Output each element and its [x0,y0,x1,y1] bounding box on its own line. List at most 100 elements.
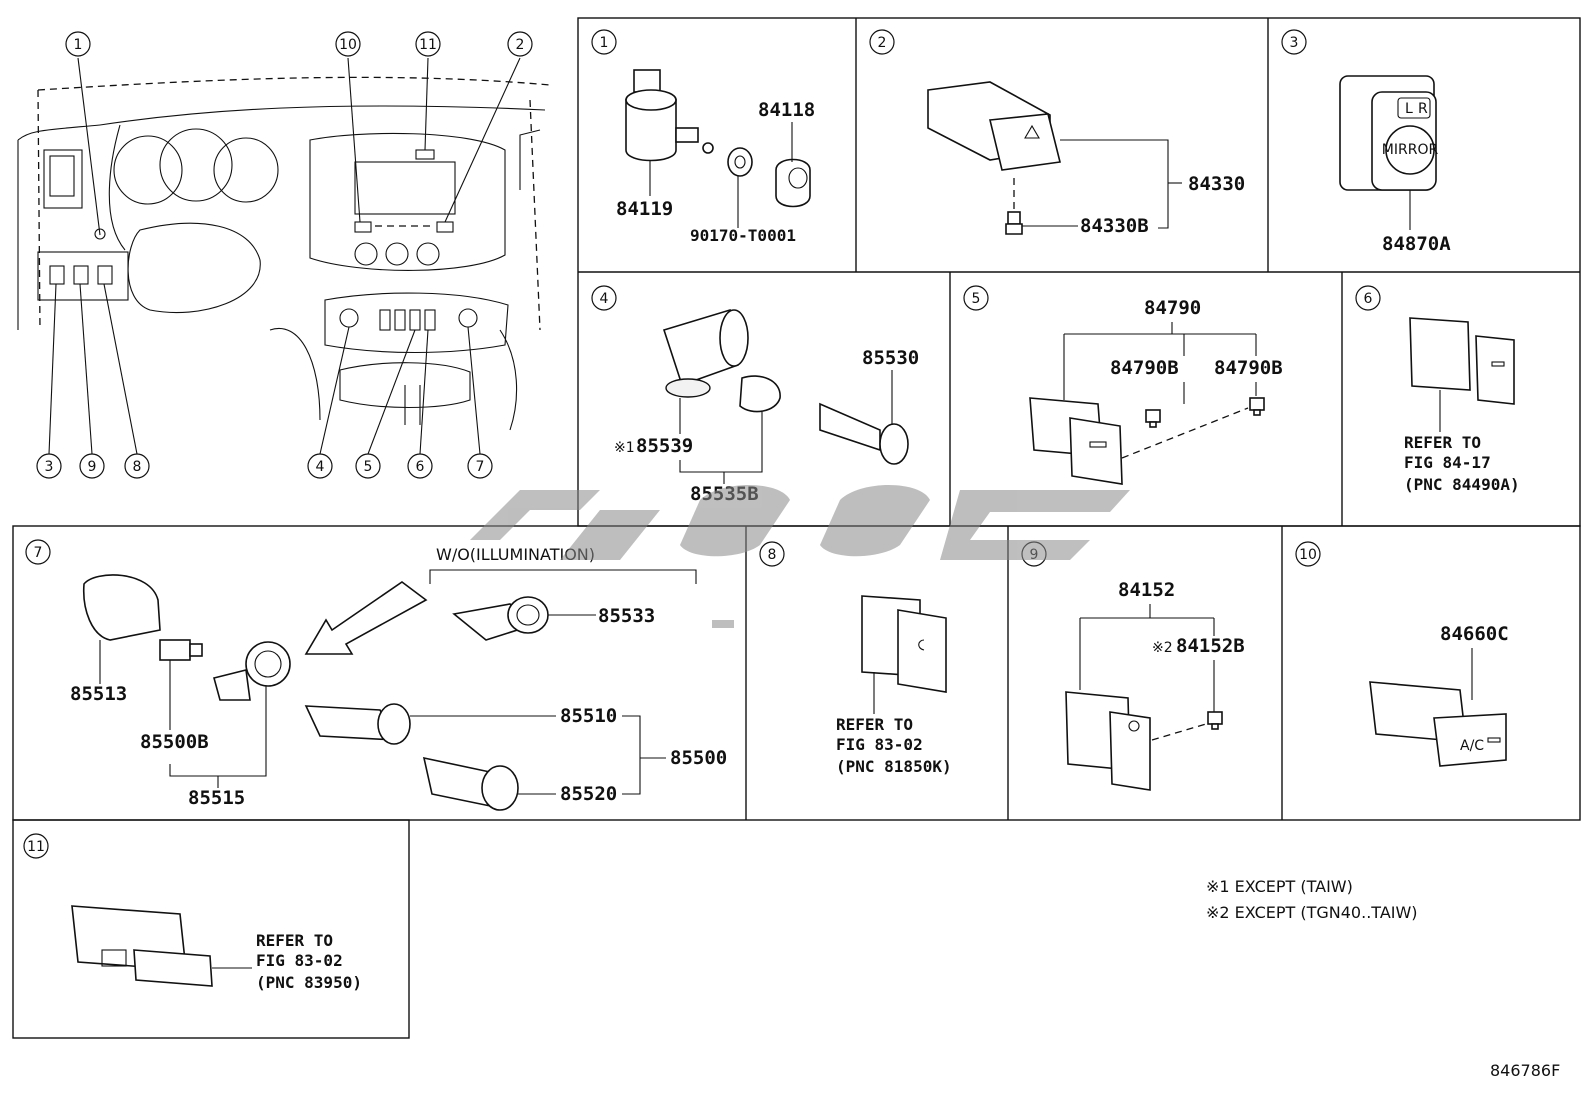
svg-text:A/C: A/C [1460,738,1484,754]
svg-text:4: 4 [316,459,325,475]
watermark [470,485,1130,628]
callout-2: 2 [507,31,533,57]
ac-switch-part: A/C [1369,681,1507,767]
svg-text:84330: 84330 [1188,173,1245,195]
svg-text:85513: 85513 [70,683,127,705]
panel-4: 4 85530 ※1 85539 85535B [591,285,919,505]
arrow-icon [304,581,428,655]
svg-text:85500B: 85500B [140,731,209,753]
svg-text:84790B: 84790B [1214,357,1283,379]
svg-text:3: 3 [1290,35,1299,51]
svg-text:7: 7 [476,459,485,475]
rheostat-knob-part [775,158,811,208]
callout-11: 11 [415,31,441,57]
lighter-plug-part [422,756,519,811]
illumination-rheostat-part [625,69,714,162]
svg-text:REFER TO: REFER TO [1404,433,1481,452]
svg-text:84660C: 84660C [1440,623,1509,645]
svg-text:10: 10 [1299,547,1317,563]
svg-text:R: R [1418,101,1428,117]
svg-text:84152B: 84152B [1176,635,1245,657]
svg-text:1: 1 [74,37,83,53]
panel-3: 3 L R MIRROR 84870A [1281,29,1451,255]
svg-text:8: 8 [133,459,142,475]
svg-text:FIG 83-02: FIG 83-02 [256,951,343,970]
svg-text:※2 EXCEPT (TGN40..TAIW): ※2 EXCEPT (TGN40..TAIW) [1206,903,1418,922]
switch-11-part [71,905,213,987]
panel-9: 9 84152 ※2 84152B [1021,541,1245,791]
svg-text:85539: 85539 [636,435,693,457]
switch-6-part [1409,317,1515,405]
svg-text:11: 11 [419,37,437,53]
svg-text:84790: 84790 [1144,297,1201,319]
svg-text:REFER TO: REFER TO [256,931,333,950]
bulb-5a-part [1145,409,1161,428]
svg-text:84119: 84119 [616,198,673,220]
footnotes: ※1 EXCEPT (TAIW) ※2 EXCEPT (TGN40..TAIW) [1206,877,1418,922]
svg-text:5: 5 [364,459,373,475]
svg-text:REFER TO: REFER TO [836,715,913,734]
svg-text:FIG 83-02: FIG 83-02 [836,735,923,754]
panel-10: 10 84660C A/C [1295,541,1509,767]
svg-text:※1: ※1 [614,440,635,456]
svg-text:1: 1 [600,35,609,51]
overview-callouts: 1 10 11 2 3 9 8 4 5 6 7 [36,31,533,479]
callout-5: 5 [355,453,381,479]
socket-seal-part [665,378,711,398]
callout-9: 9 [79,453,105,479]
svg-text:11: 11 [27,839,45,855]
callout-1: 1 [65,31,91,57]
svg-text:85510: 85510 [560,705,617,727]
switch-9-part [1065,691,1151,791]
lighter-ring-part [213,641,291,701]
svg-text:10: 10 [339,37,357,53]
bulb-9-part [1207,711,1223,730]
callout-3: 3 [36,453,62,479]
lighter-socket-part [819,402,909,465]
panel-2: 2 84330 84330B [869,29,1245,237]
svg-text:7: 7 [34,545,43,561]
socket-cap-part [739,375,781,413]
panel-grid [12,17,1581,1039]
callout-6: 6 [407,453,433,479]
svg-text:(PNC 81850K): (PNC 81850K) [836,757,952,776]
svg-text:※2: ※2 [1152,640,1173,656]
callout-4: 4 [307,453,333,479]
bulb-5b-part [1249,397,1265,416]
panel-7: 7 W/O(ILLUMINATION) 85513 85533 85500B 8… [25,539,727,811]
svg-text:MIRROR: MIRROR [1382,142,1439,158]
svg-text:90170-T0001: 90170-T0001 [690,226,796,245]
lighter-ring-wo-part [452,596,549,641]
bulb-holder-part [159,639,203,661]
lighter-socket-7-part [304,703,411,745]
svg-text:9: 9 [88,459,97,475]
svg-text:85500: 85500 [670,747,727,769]
svg-text:FIG 84-17: FIG 84-17 [1404,453,1491,472]
svg-text:84118: 84118 [758,99,815,121]
svg-text:84870A: 84870A [1382,233,1451,255]
svg-text:85515: 85515 [188,787,245,809]
socket-body-part [662,308,749,387]
svg-text:※1 EXCEPT (TAIW): ※1 EXCEPT (TAIW) [1206,877,1353,896]
svg-text:2: 2 [516,37,525,53]
bulb-part [1005,211,1023,235]
svg-text:L: L [1405,101,1413,117]
svg-text:84330B: 84330B [1080,215,1149,237]
hazard-switch-part [927,81,1061,171]
svg-text:85530: 85530 [862,347,919,369]
rheostat-nut-part [727,147,753,177]
switch-5-part [1029,397,1123,485]
svg-text:W/O(ILLUMINATION): W/O(ILLUMINATION) [436,545,595,564]
callout-7: 7 [467,453,493,479]
svg-text:(PNC 83950): (PNC 83950) [256,973,362,992]
svg-text:84152: 84152 [1118,579,1175,601]
svg-text:6: 6 [416,459,425,475]
panel-11: 11 REFER TO FIG 83-02 (PNC 83950) [23,833,362,992]
panel-6: 6 REFER TO FIG 84-17 (PNC 84490A) [1355,285,1520,494]
svg-text:5: 5 [972,291,981,307]
panel-8: 8 REFER TO FIG 83-02 (PNC 81850K) [759,541,952,776]
svg-text:(PNC 84490A): (PNC 84490A) [1404,475,1520,494]
svg-text:2: 2 [878,35,887,51]
lighter-cover-part [82,574,161,641]
